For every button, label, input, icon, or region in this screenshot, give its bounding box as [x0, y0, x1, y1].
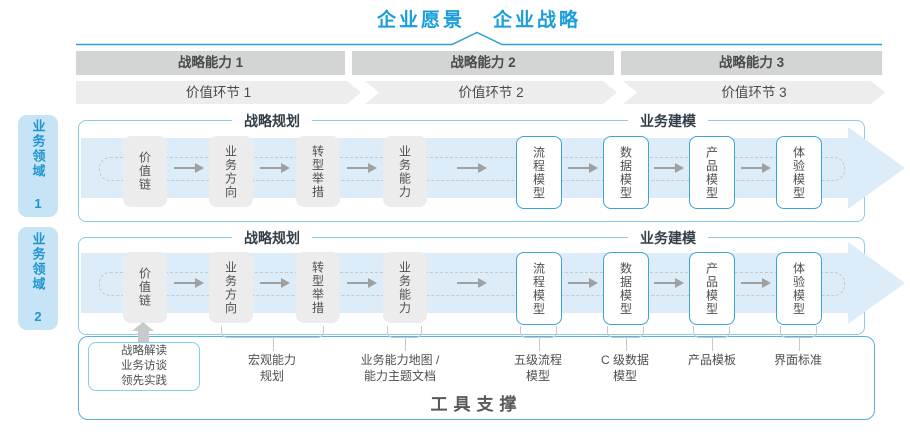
process-box-value-chain: 价值链	[123, 136, 167, 207]
capability-bar-3: 战略能力 3	[621, 51, 882, 75]
vision-caret-line	[76, 31, 882, 46]
bracket-connector	[221, 326, 324, 351]
annotation-product-template: 产品模板	[687, 353, 737, 367]
bracket-connector	[780, 326, 817, 351]
process-box-product-model: 产品模型	[689, 252, 735, 325]
bracket-stem	[711, 337, 713, 351]
flow-band-arrow-head-icon	[848, 127, 905, 209]
process-box-experience-model: 体验模型	[776, 252, 822, 325]
bracket-stem	[798, 337, 800, 351]
flow-arrow-icon	[654, 163, 684, 173]
process-box-experience-model: 体验模型	[776, 136, 822, 209]
strategy-title: 企业战略	[493, 10, 582, 31]
process-box-transformation: 转型举措	[296, 252, 340, 323]
process-box-value-chain: 价值链	[123, 252, 167, 323]
process-box-process-model: 流程模型	[516, 136, 562, 209]
tool-support-container: 工具支撑	[78, 336, 875, 420]
flow-arrow-icon	[568, 278, 598, 288]
insight-line: 领先实践	[121, 374, 167, 387]
bracket-connector	[387, 326, 422, 351]
process-box-business-capability: 业务能力	[383, 136, 427, 207]
flow-arrow-icon	[741, 278, 771, 288]
page-title: 企业愿景 企业战略	[377, 5, 581, 32]
flow-arrow-icon	[568, 163, 598, 173]
business-domain-2: 业务领域 2	[18, 227, 58, 330]
capability-bar-2: 战略能力 2	[352, 51, 614, 75]
modeling-header: 业务建模	[628, 228, 708, 248]
insight-line: 战略解读	[121, 345, 167, 358]
bracket-stem	[404, 337, 406, 351]
annotation-capability-map: 业务能力地图 / 能力主题文档	[360, 353, 440, 384]
flow-arrow-icon	[260, 163, 290, 173]
annotation-data-model: C 级数据 模型	[600, 353, 650, 384]
flow-arrow-icon	[260, 278, 290, 288]
business-domain-1: 业务领域 1	[18, 115, 58, 217]
flow-arrow-icon	[174, 163, 204, 173]
up-arrow-icon	[132, 322, 154, 331]
process-box-transformation: 转型举措	[296, 136, 340, 207]
insight-methods-box: 战略解读 业务访谈 领先实践	[88, 342, 200, 391]
flow-arrow-icon	[741, 163, 771, 173]
vision-title: 企业愿景	[376, 10, 465, 31]
bracket-stem	[538, 337, 540, 351]
annotation-macro-capability: 宏观能力 规划	[247, 353, 297, 384]
domain-2-lane: 战略规划 业务建模 价值链 业务方向 转型举措 业务能力 流程模型 数据模型 产…	[78, 228, 905, 335]
planning-header: 战略规划	[232, 228, 312, 248]
process-box-business-capability: 业务能力	[383, 252, 427, 323]
insight-line: 业务访谈	[121, 360, 167, 373]
process-box-process-model: 流程模型	[516, 252, 562, 325]
value-chevron-3: 价值环节 3	[623, 81, 885, 104]
bracket-stem	[625, 337, 627, 351]
capability-bar-1: 战略能力 1	[76, 51, 345, 75]
value-chevron-2: 价值环节 2	[365, 81, 617, 104]
dashed-track	[99, 157, 845, 181]
flow-arrow-icon	[174, 278, 204, 288]
bracket-stem	[272, 337, 274, 351]
dashed-track	[99, 272, 845, 296]
flow-arrow-icon	[457, 278, 487, 288]
annotation-ui-standard: 界面标准	[773, 353, 823, 367]
domain-1-lane: 战略规划 业务建模 价值链 业务方向 转型举措 业务能力 流程模型 数据模型 产…	[78, 111, 905, 222]
annotation-process-model: 五级流程 模型	[513, 353, 563, 384]
planning-header: 战略规划	[232, 111, 312, 131]
modeling-header: 业务建模	[628, 111, 708, 131]
process-box-data-model: 数据模型	[603, 252, 649, 325]
process-box-business-direction: 业务方向	[209, 252, 253, 323]
flow-arrow-icon	[347, 278, 377, 288]
bracket-connector	[607, 326, 644, 351]
flow-band-arrow-head-icon	[848, 242, 905, 324]
value-chevron-1: 价值环节 1	[76, 81, 361, 104]
flow-arrow-icon	[347, 163, 377, 173]
up-arrow-shaft	[138, 331, 149, 343]
bracket-connector	[520, 326, 557, 351]
process-box-product-model: 产品模型	[689, 136, 735, 209]
flow-arrow-icon	[457, 163, 487, 173]
process-box-business-direction: 业务方向	[209, 136, 253, 207]
process-box-data-model: 数据模型	[603, 136, 649, 209]
flow-arrow-icon	[654, 278, 684, 288]
bracket-connector	[693, 326, 730, 351]
tool-support-label: 工具支撑	[430, 395, 523, 414]
